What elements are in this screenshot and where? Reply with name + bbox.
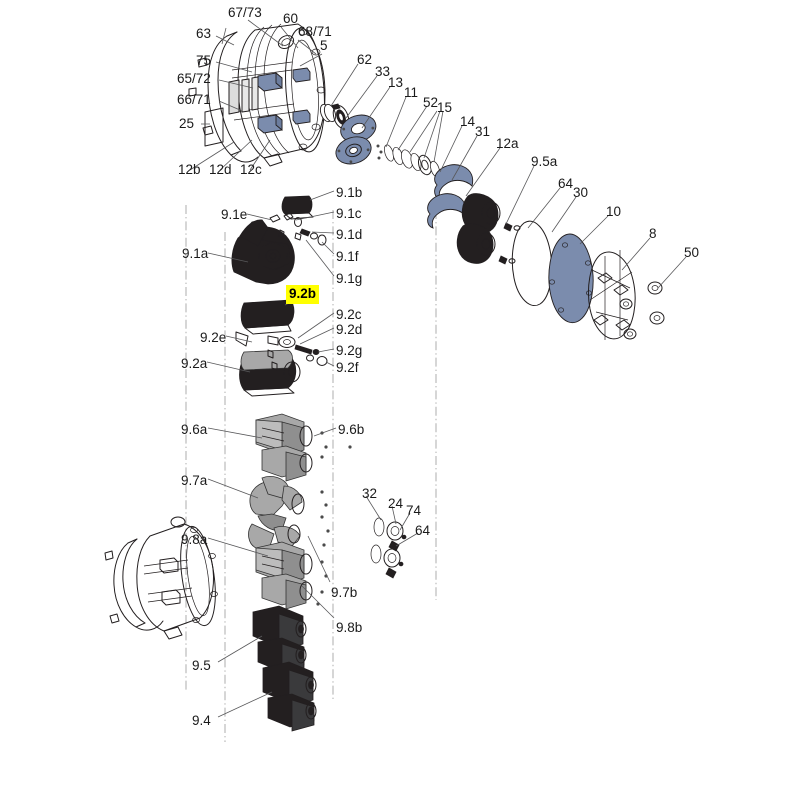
part-callout-9-1g: 9.1g	[336, 271, 363, 286]
part-callout-10: 10	[606, 204, 622, 219]
part-callout-9-2a: 9.2a	[181, 356, 208, 371]
part-callout-32: 32	[362, 486, 378, 501]
part-callout-14: 14	[460, 114, 476, 129]
part-callout-67-73: 67/73	[228, 5, 262, 20]
pump-rotor-assembly	[456, 193, 521, 265]
part-callout-12b: 12b	[178, 162, 201, 177]
part-callout-9-5: 9.5	[192, 658, 211, 673]
part-callout-75: 75	[196, 53, 212, 68]
cover-oring-and-plate	[511, 220, 594, 324]
dark-block-9-5	[252, 605, 307, 676]
part-callout-9-1a: 9.1a	[182, 246, 209, 261]
part-callout-9-8b: 9.8b	[336, 620, 363, 635]
part-callout-9-2f: 9.2f	[336, 360, 359, 375]
part-callout-9-5a: 9.5a	[531, 154, 558, 169]
part-callout-9-2c: 9.2c	[336, 307, 362, 322]
part-callout-24: 24	[388, 496, 404, 511]
part-callout-25: 25	[179, 116, 195, 131]
part-callout-11: 11	[404, 85, 419, 100]
part-callout-62: 62	[357, 52, 373, 67]
part-callout-9-8a: 9.8a	[181, 532, 208, 547]
part-callout-9-1f: 9.1f	[336, 249, 359, 264]
part-callout-9-2e: 9.2e	[200, 330, 227, 345]
oring-washer-set	[370, 517, 407, 579]
shaft-seal-stack	[319, 103, 440, 178]
part-callout-9-1d: 9.1d	[336, 227, 363, 242]
part-callout-68-71: 68/71	[298, 24, 332, 39]
part-callout-52: 52	[423, 95, 439, 110]
part-callout-12a: 12a	[496, 136, 519, 151]
part-callout-74: 74	[406, 503, 422, 518]
washer-pair-50	[647, 281, 665, 325]
part-callout-66-71: 66/71	[177, 92, 211, 107]
part-callout-65-72: 65/72	[177, 71, 211, 86]
part-callout-64: 64	[415, 523, 431, 538]
part-callout-9-1b: 9.1b	[336, 185, 363, 200]
centerlines	[185, 205, 437, 742]
part-callout-50: 50	[684, 245, 700, 260]
impeller-9-7a	[248, 476, 330, 549]
wire-cage-assembly	[587, 250, 637, 340]
part-callout-13: 13	[388, 75, 404, 90]
part-callout-60: 60	[283, 11, 299, 26]
part-callout-9-1e: 9.1e	[221, 207, 248, 222]
part-callout-33: 33	[375, 64, 391, 79]
part-callout-31: 31	[475, 124, 491, 139]
dark-block-9-4	[262, 661, 317, 732]
part-callout-8: 8	[649, 226, 657, 241]
part-callout-9-2d: 9.2d	[336, 322, 363, 337]
part-callout-9-6b: 9.6b	[338, 422, 365, 437]
part-callout-12d: 12d	[209, 162, 232, 177]
part-callout-9-1c: 9.1c	[336, 206, 362, 221]
leader-lines	[189, 19, 687, 718]
part-callout-64: 64	[558, 176, 574, 191]
part-callout-9-7a: 9.7a	[181, 473, 208, 488]
part-callout-9-2g: 9.2g	[336, 343, 363, 358]
motor-unit-9-1	[231, 195, 327, 285]
impeller-block-9-6a	[255, 413, 352, 482]
part-callout-63: 63	[196, 26, 212, 41]
part-callout-30: 30	[573, 185, 589, 200]
part-callout-12c: 12c	[240, 162, 262, 177]
part-callout-9-2b: 9.2b	[286, 285, 320, 304]
part-callout-9-6a: 9.6a	[181, 422, 208, 437]
impeller-block-9-8a	[255, 541, 328, 610]
motor-unit-9-2	[235, 299, 328, 397]
lower-gear-housing	[104, 516, 218, 640]
part-callout-9-7b: 9.7b	[331, 585, 358, 600]
part-callout-15: 15	[437, 100, 453, 115]
part-callout-5: 5	[320, 38, 328, 53]
crescent-bearing-shells	[427, 164, 474, 229]
part-callout-9-4: 9.4	[192, 713, 211, 728]
